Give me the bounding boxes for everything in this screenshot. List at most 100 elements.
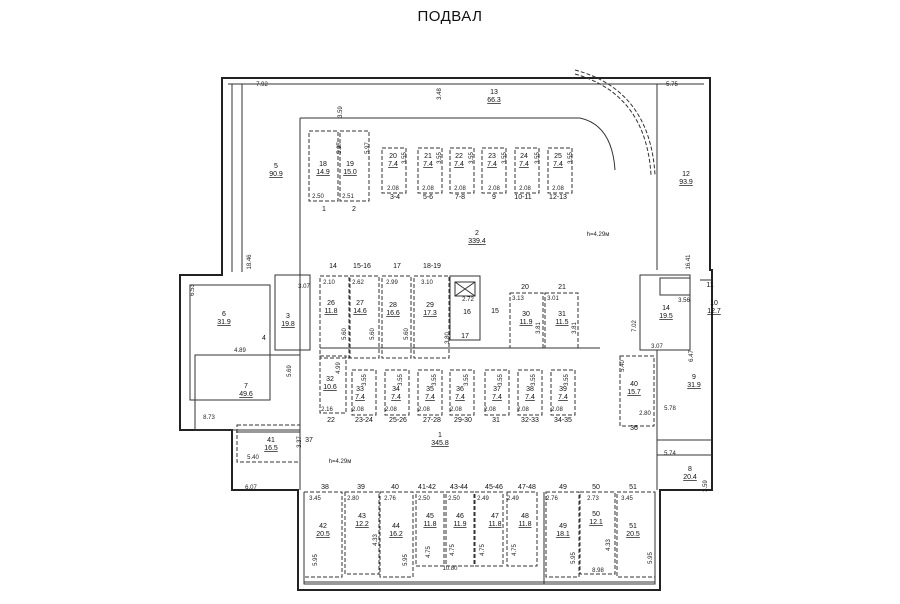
- dimension-label: 2.08: [450, 407, 462, 413]
- parking-space-outline: [517, 369, 543, 416]
- room-number: 7: [244, 383, 248, 390]
- room-number: 26: [327, 300, 335, 307]
- dimension-label: 7.02: [632, 320, 638, 332]
- room-number: 5: [274, 163, 278, 170]
- parking-slot-number: 17: [393, 263, 401, 270]
- parking-space-outline: [381, 147, 407, 194]
- room-number: 27: [356, 300, 364, 307]
- room-area: 19.5: [659, 313, 673, 320]
- room-area: 7.4: [355, 394, 365, 401]
- parking-space-outline: [417, 369, 443, 416]
- parking-space-outline: [339, 130, 370, 202]
- parking-space-outline: [616, 491, 656, 578]
- room-area: 31.9: [687, 382, 701, 389]
- parking-slot-number: 41-42: [418, 484, 436, 491]
- parking-space-outline: [579, 491, 616, 575]
- parking-space-outline: [506, 491, 538, 567]
- parking-slot-number: 20: [521, 284, 529, 291]
- parking-space-outline: [484, 369, 510, 416]
- room-number: 51: [629, 523, 637, 530]
- room-area: 20.5: [316, 531, 330, 538]
- room-area: 14.6: [353, 308, 367, 315]
- dimension-label: 2.49: [477, 496, 489, 502]
- room-number: 41: [267, 437, 275, 444]
- room-area: 12.1: [589, 519, 603, 526]
- dimension-label: 4.89: [234, 348, 246, 354]
- dimension-label: 3.13: [512, 296, 524, 302]
- room-number: 15: [491, 308, 499, 315]
- room-number: 44: [392, 523, 400, 530]
- page-title: ПОДВАЛ: [417, 8, 483, 25]
- dimension-label: 2.76: [384, 496, 396, 502]
- room-area: 17.3: [423, 310, 437, 317]
- dimension-label: 5.60: [370, 328, 376, 340]
- dimension-label: 2.08: [422, 186, 434, 192]
- room-area: 7.4: [492, 394, 502, 401]
- parking-slot-number: 38: [321, 484, 329, 491]
- parking-space-outline: [619, 355, 655, 427]
- parking-slot-number: 31: [492, 417, 500, 424]
- room-area: 16.5: [264, 445, 278, 452]
- parking-slot-number: 15-16: [353, 263, 371, 270]
- room-number: 37: [305, 437, 313, 444]
- parking-space-outline: [449, 147, 475, 194]
- dimension-label: 4.33: [606, 539, 612, 551]
- parking-slot-number: 3-4: [390, 194, 400, 201]
- parking-space-outline: [308, 130, 339, 202]
- dimension-label: 2.49: [507, 496, 519, 502]
- dimension-label: 5.95: [403, 554, 409, 566]
- room-area: 12.7: [707, 308, 721, 315]
- room-area: 7.4: [519, 161, 529, 168]
- room-number: 8: [688, 466, 692, 473]
- room-number: 50: [592, 511, 600, 518]
- room-area: 16.2: [389, 531, 403, 538]
- room-number: 20: [389, 153, 397, 160]
- room-number: 37: [493, 386, 501, 393]
- room-number: 34: [392, 386, 400, 393]
- parking-slot-number: 22: [327, 417, 335, 424]
- room-area: 7.4: [487, 161, 497, 168]
- room-area: 11.8: [324, 308, 337, 315]
- room-number: 22: [455, 153, 463, 160]
- dimension-label: 10.80: [442, 566, 458, 572]
- room-number: 13: [490, 89, 498, 96]
- room-area: 14.9: [316, 169, 330, 176]
- parking-slot-number: 23-24: [355, 417, 373, 424]
- room-number: 28: [389, 302, 397, 309]
- room-number: 48: [521, 513, 529, 520]
- dimension-label: 2.10: [323, 280, 335, 286]
- room-number: 36: [456, 386, 464, 393]
- parking-space-outline: [474, 491, 504, 567]
- dimension-label: 6.07: [245, 485, 257, 491]
- room-number: 46: [456, 513, 464, 520]
- dimension-label: 4.99: [336, 362, 342, 374]
- dimension-label: 3.55: [432, 374, 438, 386]
- dimension-label: 3.55: [535, 152, 541, 164]
- parking-space-outline: [384, 369, 410, 416]
- room-number: 40: [630, 381, 638, 388]
- parking-slot-number: 1: [322, 206, 326, 213]
- room-area: 11.9: [519, 319, 532, 326]
- dimension-label: 2.08: [387, 186, 399, 192]
- dimension-label: 2.08: [517, 407, 529, 413]
- parking-space-outline: [547, 147, 573, 194]
- dimension-label: 4.75: [450, 544, 456, 556]
- dimension-label: 2.08: [454, 186, 466, 192]
- room-area: 7.4: [454, 161, 464, 168]
- room-area: 20.4: [683, 474, 697, 481]
- dimension-label: 3.10: [421, 280, 433, 286]
- dimension-label: 2.73: [587, 496, 599, 502]
- dimension-label: 3.45: [621, 496, 633, 502]
- dimension-label: 3.55: [362, 374, 368, 386]
- parking-slot-number: 21: [558, 284, 566, 291]
- room-number: 35: [426, 386, 434, 393]
- dimension-label: 3.55: [564, 374, 570, 386]
- dimension-label: 5.95: [313, 554, 319, 566]
- room-area: 345.8: [431, 440, 449, 447]
- dimension-label: 2.50: [312, 194, 324, 200]
- room-number: 3: [286, 313, 290, 320]
- dimension-label: 2.72: [462, 297, 474, 303]
- dimension-label: 3.80: [445, 332, 451, 344]
- parking-slot-number: 34-35: [554, 417, 572, 424]
- room-number: 16: [463, 309, 471, 316]
